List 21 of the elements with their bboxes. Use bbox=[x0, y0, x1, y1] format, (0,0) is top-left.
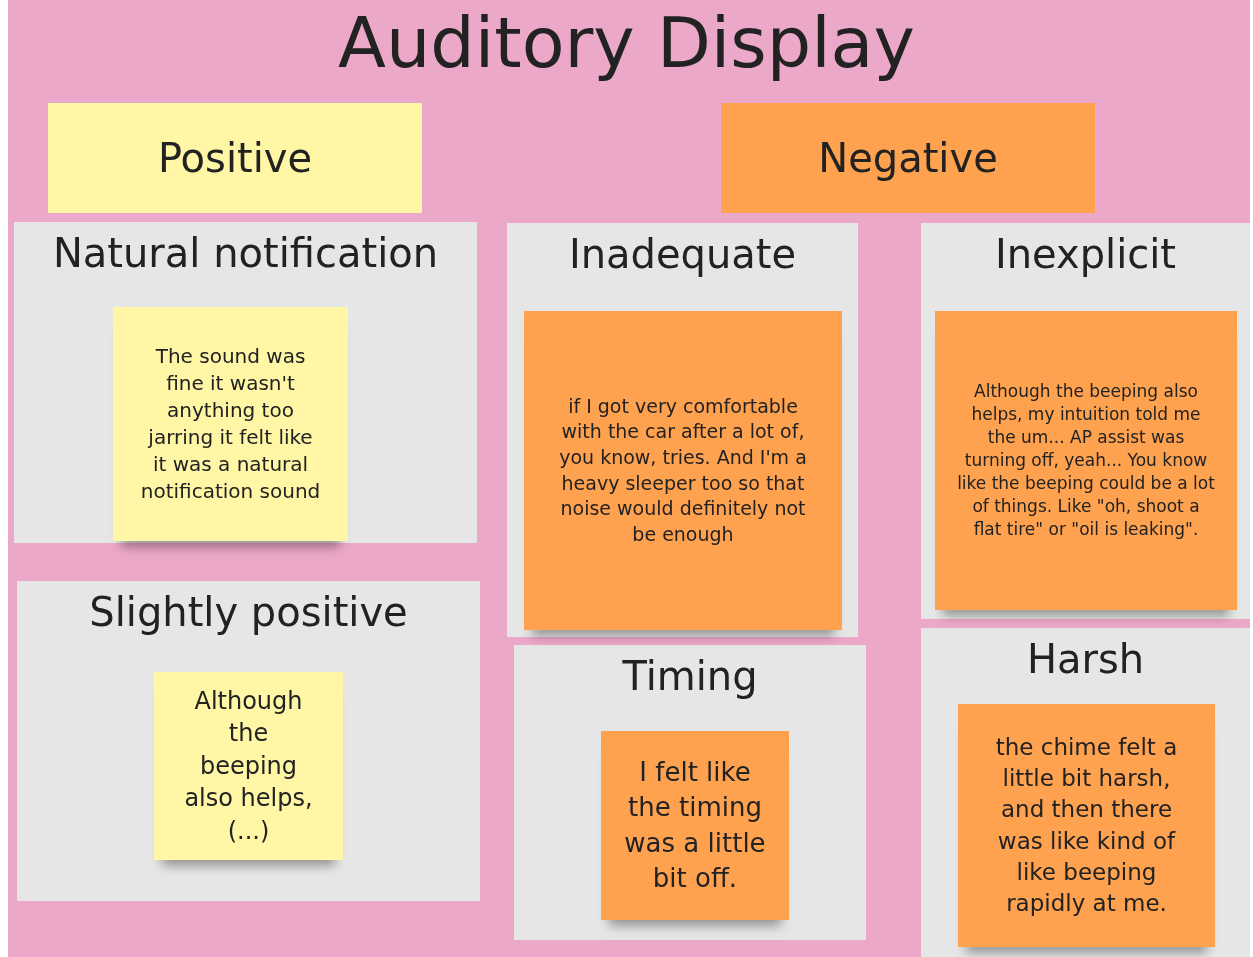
group-heading: Timing bbox=[622, 653, 758, 699]
category-header-note: Positive bbox=[48, 103, 422, 213]
category-header-note: Negative bbox=[721, 103, 1095, 213]
group-panel bbox=[921, 628, 1250, 957]
group-heading: Inexplicit bbox=[994, 231, 1177, 277]
group-panel bbox=[17, 581, 480, 901]
group-panel bbox=[14, 222, 477, 543]
group-heading: Inadequate bbox=[568, 231, 797, 277]
group-heading: Slightly positive bbox=[89, 589, 408, 635]
group-panel bbox=[514, 645, 866, 940]
group-panel bbox=[921, 223, 1250, 619]
group-heading: Harsh bbox=[1026, 636, 1145, 682]
sticky-note: Although the beeping also helps, my intuition told me the um... AP assist was turning off, yeah... You know like the beeping could be a lot of things. Like "oh, shoot a flat tire" or "oil is leaking". bbox=[935, 311, 1237, 610]
group-panel bbox=[507, 223, 858, 637]
group-heading: Natural notification bbox=[52, 230, 439, 276]
sticky-note: I felt like the timing was a little bit off. bbox=[601, 731, 789, 920]
sticky-note: if I got very comfortable with the car after a lot of, you know, tries. And I'm a heavy sleeper too so that noise would definitely not be enough bbox=[524, 311, 842, 630]
title: Auditory Display bbox=[337, 2, 916, 84]
sticky-note: the chime felt a little bit harsh, and then there was like kind of like beeping rapidly at me. bbox=[958, 704, 1215, 947]
sticky-note: The sound was fine it wasn't anything too jarring it felt like it was a natural notification sound bbox=[113, 307, 348, 541]
sticky-note: Although the beeping also helps, (...) bbox=[154, 672, 343, 860]
